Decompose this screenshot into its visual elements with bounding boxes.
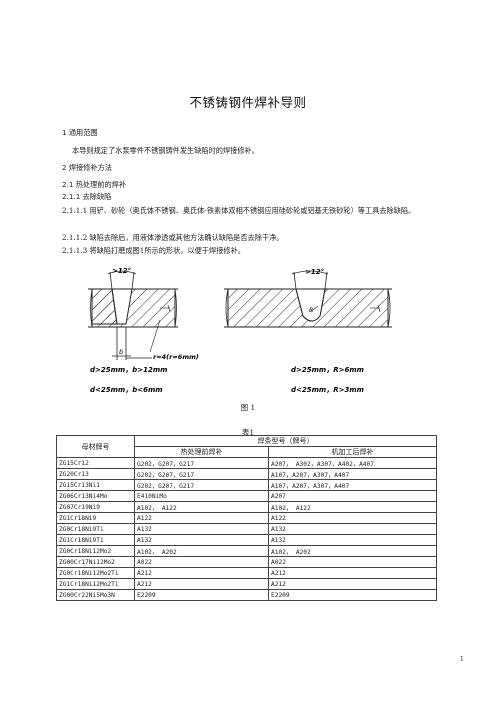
cell-material: ZG15Cr12	[56, 457, 135, 469]
cell-before: A022	[134, 556, 269, 568]
cell-before: E2209	[134, 589, 269, 601]
table-caption: 表1	[241, 428, 255, 437]
section-2-1-1-2-body: 2.1.1.2 缺陷去除后，用液体渗透或其他方法确认缺陷是否去除干净。	[62, 233, 284, 242]
section-1-body: 本导则规定了水泵零件不锈钢铸件发生缺陷时的焊接修补。	[72, 146, 259, 155]
cell-before: A102， A202	[134, 545, 269, 557]
cell-before: G202，G207，G217	[134, 479, 269, 491]
cell-before: A132	[134, 534, 269, 546]
cell-after: A107，A207，A307，A407	[268, 479, 437, 491]
page-title: 不锈铸钢件焊补导则	[189, 95, 307, 110]
cell-after: A022	[268, 556, 437, 568]
header-after-machining: 机加工后焊补	[268, 446, 437, 458]
cell-after: A102， A202	[268, 545, 437, 557]
header-base-material: 母材牌号	[56, 435, 135, 458]
section-2-heading: 2 焊接修补方法	[62, 163, 112, 172]
left-groove-section	[88, 270, 178, 360]
right-r-label: R	[309, 307, 313, 314]
cell-material: ZG06Cr13Ni4Mo	[56, 490, 135, 502]
right-groove-section	[224, 270, 392, 328]
cell-material: ZG07Cr19Ni9	[56, 501, 135, 513]
cell-after: A132	[268, 534, 437, 546]
cell-material: ZG0Cr18Ni9Ti	[56, 523, 135, 535]
cell-after: A102， A122	[268, 501, 437, 513]
cell-material: ZG15Cr13Ni1	[56, 479, 135, 491]
cell-material: ZG1Cr18Ni9	[56, 512, 135, 524]
cell-material: ZG1Cr18Ni9Ti	[56, 534, 135, 546]
header-before-heat-treatment: 热处理前焊补	[134, 446, 269, 458]
right-angle-label: >12°	[305, 268, 324, 276]
section-2-1-1-3-body: 2.1.1.3 将缺陷打磨成图1所示的形状，以便于焊接修补。	[62, 246, 245, 255]
section-2-1-1-1-body: 2.1.1.1 用铲、砂轮（奥氏体不锈钢、奥氏体-铁素体双相不锈钢应用硅砂轮或铝…	[62, 206, 416, 215]
cell-after: A107，A207，A307，A407	[268, 468, 437, 480]
cell-after: A207	[268, 490, 437, 502]
cell-material: ZG00Cr22Ni5Mo3N	[56, 589, 135, 601]
cell-after: A132	[268, 523, 437, 535]
figure-1-groove-diagram: >12° b r≈4(r≈6mm) d>25mm，b>12mm d<25mm，b…	[88, 267, 392, 394]
header-electrode-group: 焊条型号（牌号）	[134, 435, 437, 447]
figure-caption: 图 1	[240, 403, 256, 412]
cell-before: G202，G207，G217	[134, 468, 269, 480]
cell-before: E410NiMo	[134, 490, 269, 502]
right-rule-2: d<25mm，R>3mm	[291, 386, 364, 394]
cell-before: A212	[134, 578, 269, 590]
left-rule-2: d<25mm，b<6mm	[90, 386, 163, 394]
cell-material: ZG20Cr13	[56, 468, 135, 480]
section-1-heading: 1 通用范围	[62, 128, 98, 137]
cell-after: E2209	[268, 589, 437, 601]
cell-before: A102， A122	[134, 501, 269, 513]
cell-material: ZG1Cr18Ni12Mo2Ti	[56, 578, 135, 590]
cell-material: ZG0Cr18Ni12Mo2Ti	[56, 567, 135, 579]
cell-before: A212	[134, 567, 269, 579]
left-angle-label: >12°	[112, 267, 131, 275]
cell-after: A122	[268, 512, 437, 524]
cell-before: A132	[134, 523, 269, 535]
section-2-1-1-heading: 2.1.1 去除缺陷	[62, 192, 112, 201]
cell-after: A207， A302，A307，A402，A407	[268, 457, 437, 469]
cell-after: A212	[268, 567, 437, 579]
cell-after: A212	[268, 578, 437, 590]
page-number: 1	[460, 656, 464, 663]
right-rule-1: d>25mm，R>6mm	[291, 366, 364, 374]
left-b-label: b	[119, 348, 123, 356]
cell-before: G202，G207，G217	[134, 457, 269, 469]
section-2-1-heading: 2.1 热处理前的焊补	[62, 180, 127, 189]
left-rule-1: d>25mm，b>12mm	[90, 366, 167, 374]
cell-material: ZG0Cr18Ni12Mo2	[56, 545, 135, 557]
cell-material: ZG00Cr17Ni12Mo2	[56, 556, 135, 568]
left-edge-note: r≈4(r≈6mm)	[153, 353, 199, 361]
cell-before: A122	[134, 512, 269, 524]
